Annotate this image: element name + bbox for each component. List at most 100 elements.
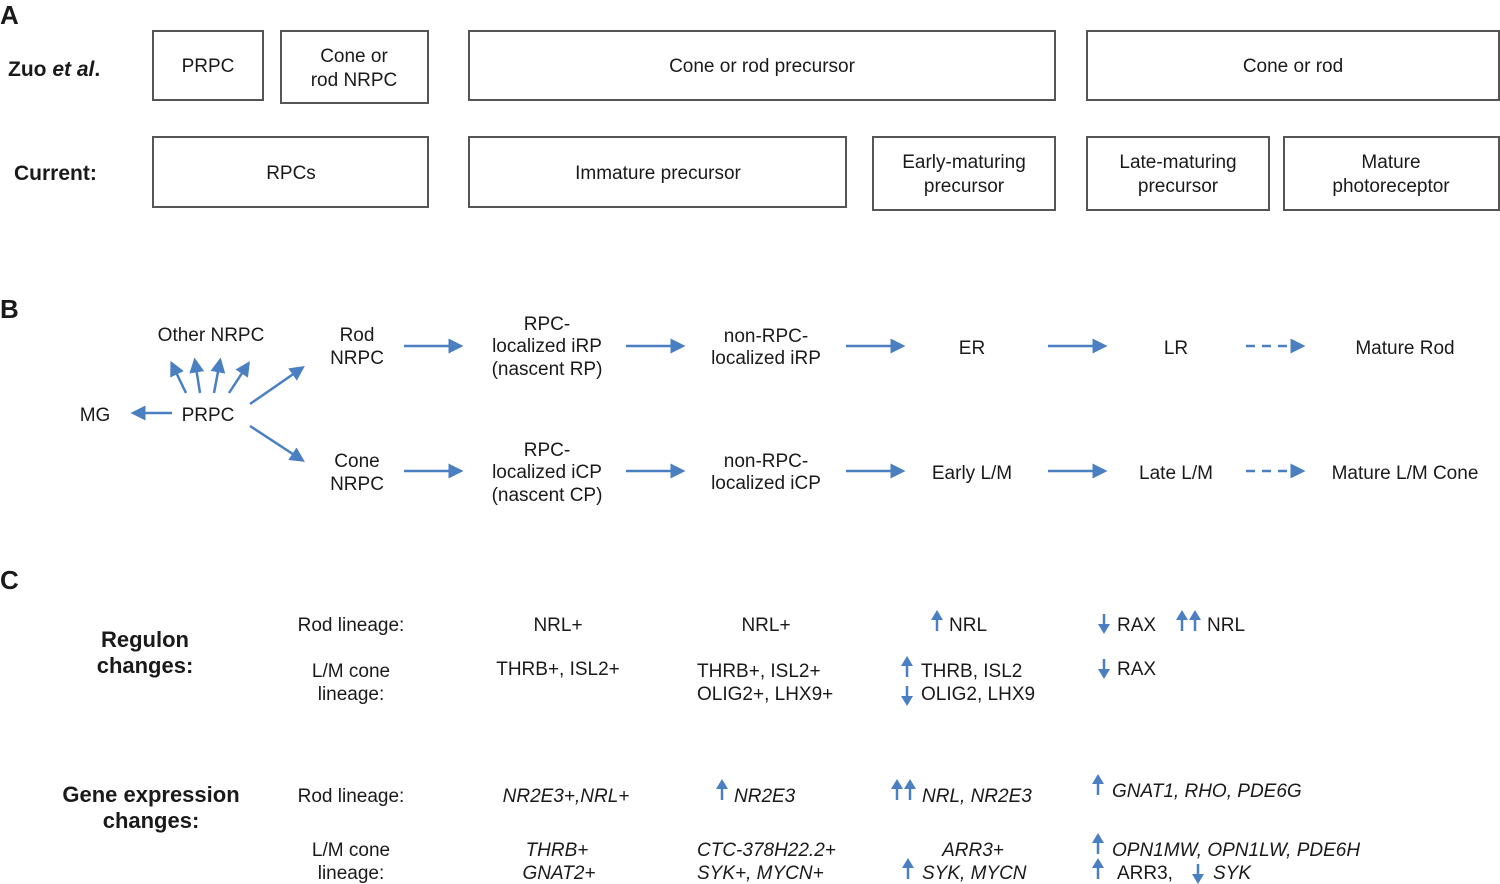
- down-arrow-icon: [1192, 864, 1204, 884]
- up-arrow-icon: [901, 656, 913, 677]
- svg-text:PRPC: PRPC: [182, 56, 235, 77]
- svg-text:SYK: SYK: [1213, 863, 1252, 884]
- zuo-row-label: Zuo et al.: [8, 58, 100, 81]
- svg-text:NR2E3+,NRL+: NR2E3+,NRL+: [503, 786, 630, 807]
- regulon-rod-lineage-label: Rod lineage:: [298, 615, 405, 636]
- svg-text:(nascent CP): (nascent CP): [492, 485, 603, 506]
- down-arrow-icon: [1098, 659, 1110, 679]
- svg-text:localized iCP: localized iCP: [492, 462, 602, 483]
- svg-text:photoreceptor: photoreceptor: [1332, 176, 1450, 197]
- double-up-arrow-icon: [1176, 610, 1201, 631]
- svg-text:ARR3+: ARR3+: [941, 840, 1004, 861]
- node-cone-nrpc: Cone: [334, 451, 379, 472]
- svg-text:NRPC: NRPC: [330, 348, 384, 369]
- panel-a-label: A: [0, 0, 19, 30]
- cone-row: Cone NRPC RPC- localized iCP (nascent CP…: [330, 440, 1478, 506]
- svg-text:NRL, NR2E3: NRL, NR2E3: [922, 786, 1032, 807]
- svg-text:NRL: NRL: [949, 615, 987, 636]
- node-rod-nrpc: Rod: [340, 325, 375, 346]
- regulon-cone-lineage-label: L/M cone: [312, 661, 390, 682]
- svg-text:Early-maturing: Early-maturing: [902, 152, 1026, 173]
- panel-b-label: B: [0, 294, 19, 324]
- gene-rod-row: NR2E3+,NRL+ NR2E3 NRL, NR2E3 GNAT1, RHO,…: [503, 774, 1302, 807]
- node-non-rpc-icp: non-RPC-: [724, 451, 808, 472]
- svg-text:OPN1MW, OPN1LW, PDE6H: OPN1MW, OPN1LW, PDE6H: [1112, 840, 1360, 861]
- svg-text:NRL+: NRL+: [533, 615, 582, 636]
- svg-text:OLIG2+, LHX9+: OLIG2+, LHX9+: [697, 684, 833, 705]
- svg-text:THRB+, ISL2+: THRB+, ISL2+: [697, 661, 821, 682]
- double-up-arrow-icon: [891, 779, 916, 800]
- rod-row: Rod NRPC RPC- localized iRP (nascent RP)…: [330, 314, 1455, 380]
- zuo-box-cone-or-rod: Cone or rod: [1086, 30, 1500, 101]
- svg-text:GNAT2+: GNAT2+: [522, 863, 595, 884]
- svg-text:RAX: RAX: [1117, 659, 1156, 680]
- svg-text:RPCs: RPCs: [266, 163, 316, 184]
- svg-text:lineage:: lineage:: [318, 863, 385, 884]
- down-arrow-icon: [901, 686, 913, 706]
- svg-text:changes:: changes:: [103, 808, 200, 833]
- svg-text:Late-maturing: Late-maturing: [1119, 152, 1236, 173]
- up-arrow-icon: [1092, 833, 1104, 854]
- node-late-lm: Late L/M: [1139, 463, 1213, 484]
- node-other-nrpc: Other NRPC: [158, 325, 265, 346]
- node-mature-lm-cone: Mature L/M Cone: [1332, 463, 1479, 484]
- svg-text:NRPC: NRPC: [330, 474, 384, 495]
- svg-text:Immature precursor: Immature precursor: [575, 163, 741, 184]
- node-rpc-localized-icp: RPC-: [524, 440, 570, 461]
- svg-text:OLIG2, LHX9: OLIG2, LHX9: [921, 684, 1035, 705]
- node-prpc: PRPC: [182, 405, 235, 426]
- svg-text:Cone or: Cone or: [320, 46, 388, 67]
- svg-text:SYK, MYCN: SYK, MYCN: [922, 863, 1027, 884]
- svg-text:Cone or rod precursor: Cone or rod precursor: [669, 56, 856, 77]
- svg-text:lineage:: lineage:: [318, 684, 385, 705]
- current-box-late: Late-maturing precursor: [1086, 136, 1270, 211]
- svg-text:RAX: RAX: [1117, 615, 1156, 636]
- gene-expression-label: Gene expression: [62, 782, 239, 807]
- svg-text:rod NRPC: rod NRPC: [311, 70, 398, 91]
- up-arrow-icon: [1092, 858, 1104, 879]
- svg-text:precursor: precursor: [924, 176, 1005, 197]
- gene-rod-lineage-label: Rod lineage:: [298, 786, 405, 807]
- regulon-cone-row: THRB+, ISL2+ THRB+, ISL2+ OLIG2+, LHX9+ …: [496, 656, 1156, 706]
- svg-text:THRB, ISL2: THRB, ISL2: [921, 661, 1022, 682]
- gene-cone-lineage-label: L/M cone: [312, 840, 390, 861]
- zuo-box-nrpc: Cone or rod NRPC: [280, 30, 429, 104]
- down-arrow-icon: [1098, 614, 1110, 634]
- svg-text:THRB+, ISL2+: THRB+, ISL2+: [496, 659, 620, 680]
- panel-c-label: C: [0, 565, 19, 595]
- current-box-mature: Mature photoreceptor: [1283, 136, 1500, 211]
- node-er: ER: [959, 338, 985, 359]
- svg-text:changes:: changes:: [97, 653, 194, 678]
- svg-text:NRL+: NRL+: [741, 615, 790, 636]
- svg-text:Cone or rod: Cone or rod: [1243, 56, 1343, 77]
- regulon-label: Regulon: [101, 627, 189, 652]
- regulon-rod-row: NRL+ NRL+ NRL RAX NRL: [533, 610, 1245, 636]
- current-box-immature: Immature precursor: [468, 136, 847, 208]
- node-early-lm: Early L/M: [932, 463, 1012, 484]
- svg-text:ARR3,: ARR3,: [1117, 863, 1173, 884]
- node-non-rpc-irp: non-RPC-: [724, 326, 808, 347]
- svg-text:CTC-378H22.2+: CTC-378H22.2+: [697, 840, 836, 861]
- current-box-rpcs: RPCs: [152, 136, 429, 208]
- svg-text:precursor: precursor: [1138, 176, 1219, 197]
- zuo-box-prpc: PRPC: [152, 30, 264, 101]
- up-arrow-icon: [902, 858, 914, 879]
- svg-text:THRB+: THRB+: [526, 840, 589, 861]
- svg-text:GNAT1, RHO, PDE6G: GNAT1, RHO, PDE6G: [1112, 781, 1302, 802]
- gene-cone-row: THRB+ GNAT2+ CTC-378H22.2+ SYK+, MYCN+ A…: [522, 833, 1360, 884]
- prpc-arrows: [130, 357, 305, 462]
- svg-text:localized iRP: localized iRP: [711, 348, 821, 369]
- svg-text:NR2E3: NR2E3: [734, 786, 796, 807]
- svg-text:SYK+, MYCN+: SYK+, MYCN+: [697, 863, 824, 884]
- node-mature-rod: Mature Rod: [1355, 338, 1454, 359]
- up-arrow-icon: [1092, 774, 1104, 795]
- up-arrow-icon: [931, 610, 943, 631]
- current-row-label: Current:: [14, 162, 97, 185]
- svg-text:NRL: NRL: [1207, 615, 1245, 636]
- svg-text:(nascent RP): (nascent RP): [492, 359, 603, 380]
- node-lr: LR: [1164, 338, 1188, 359]
- svg-text:Mature: Mature: [1361, 152, 1420, 173]
- node-mg: MG: [80, 405, 111, 426]
- svg-text:localized iCP: localized iCP: [711, 473, 821, 494]
